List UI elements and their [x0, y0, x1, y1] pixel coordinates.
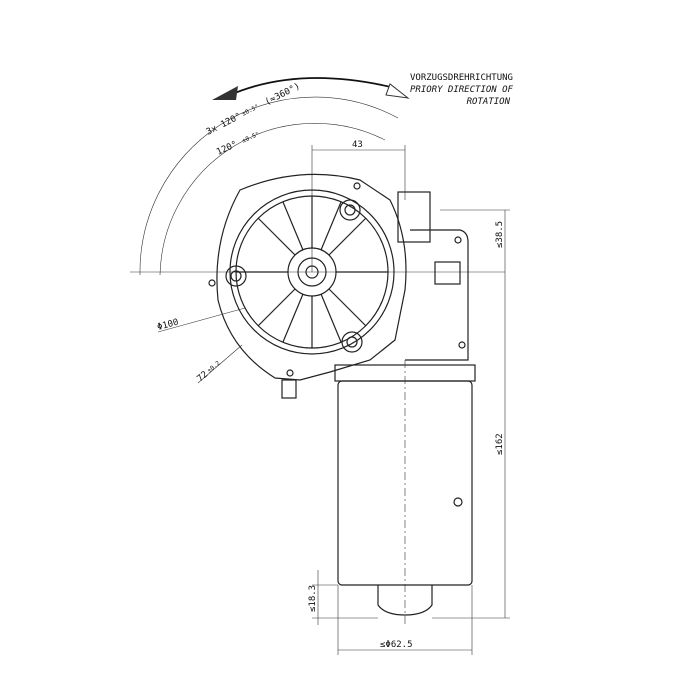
- rotation-note-english-1: PRIORY DIRECTION OF: [410, 85, 514, 95]
- angle-arc-120: [159, 122, 386, 276]
- angle-single-label: 120°: [215, 140, 239, 158]
- angle-total-note: (≈360°): [264, 82, 302, 108]
- angle-total-label: 3x 120°: [205, 112, 243, 138]
- dim-diameter-62-5: ≤Φ62.5: [380, 640, 413, 650]
- angle-arc-360: [139, 96, 399, 276]
- gear-housing: [208, 173, 407, 399]
- dim-diameter-100: Φ100: [156, 318, 180, 333]
- dim-18-3: ≤18.3: [308, 585, 318, 612]
- dim-162: ≤162: [495, 433, 505, 455]
- angle-total-tol: ±0.5°: [241, 103, 260, 117]
- rotation-note-english-2: ROTATION: [467, 97, 511, 107]
- dim-43: 43: [352, 140, 363, 150]
- rotation-note-german: VORZUGSDREHRICHTUNG: [410, 73, 513, 83]
- dim-pitch-72-tol: ±0.2: [206, 360, 222, 375]
- motor-body: [334, 360, 476, 625]
- dim-38-5: ≤38.5: [495, 221, 505, 248]
- mounting-bracket: [397, 191, 469, 361]
- angle-single-tol: ±0.5°: [241, 131, 260, 145]
- rotation-direction-arrow: [212, 77, 410, 100]
